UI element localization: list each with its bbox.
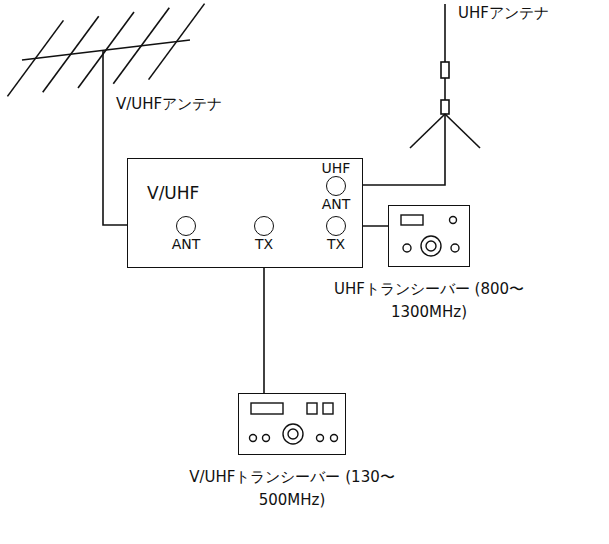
transceiver-panel (389, 206, 469, 266)
jack-connector: TX (326, 216, 346, 236)
box-title: V/UHF (146, 185, 200, 202)
device-label: UHFトランシーバー (800〜1300MHz) (323, 278, 535, 323)
jack-label: UHF (321, 161, 352, 175)
jack-connector: TX (254, 216, 274, 236)
antenna-label: V/UHFアンテナ (116, 95, 222, 113)
device-label: V/UHFトランシーバー (130〜500MHz) (186, 466, 398, 511)
yagi-antenna (7, 4, 204, 97)
transceiver-panel (239, 394, 345, 454)
jack-label: ANT (321, 197, 352, 211)
transceiver: V/UHFトランシーバー (130〜500MHz) (238, 393, 346, 455)
transceiver: UHFトランシーバー (800〜1300MHz) (388, 205, 470, 267)
adapter-box: V/UHFUHFANTANTTXTX (127, 158, 363, 268)
antenna-label: UHFアンテナ (458, 4, 549, 22)
jack-connector: ANT (176, 216, 196, 236)
jack-label: ANT (171, 237, 202, 251)
jack-label: TX (254, 237, 274, 251)
jack-connector: UHFANT (326, 176, 346, 196)
jack-label: TX (326, 237, 346, 251)
